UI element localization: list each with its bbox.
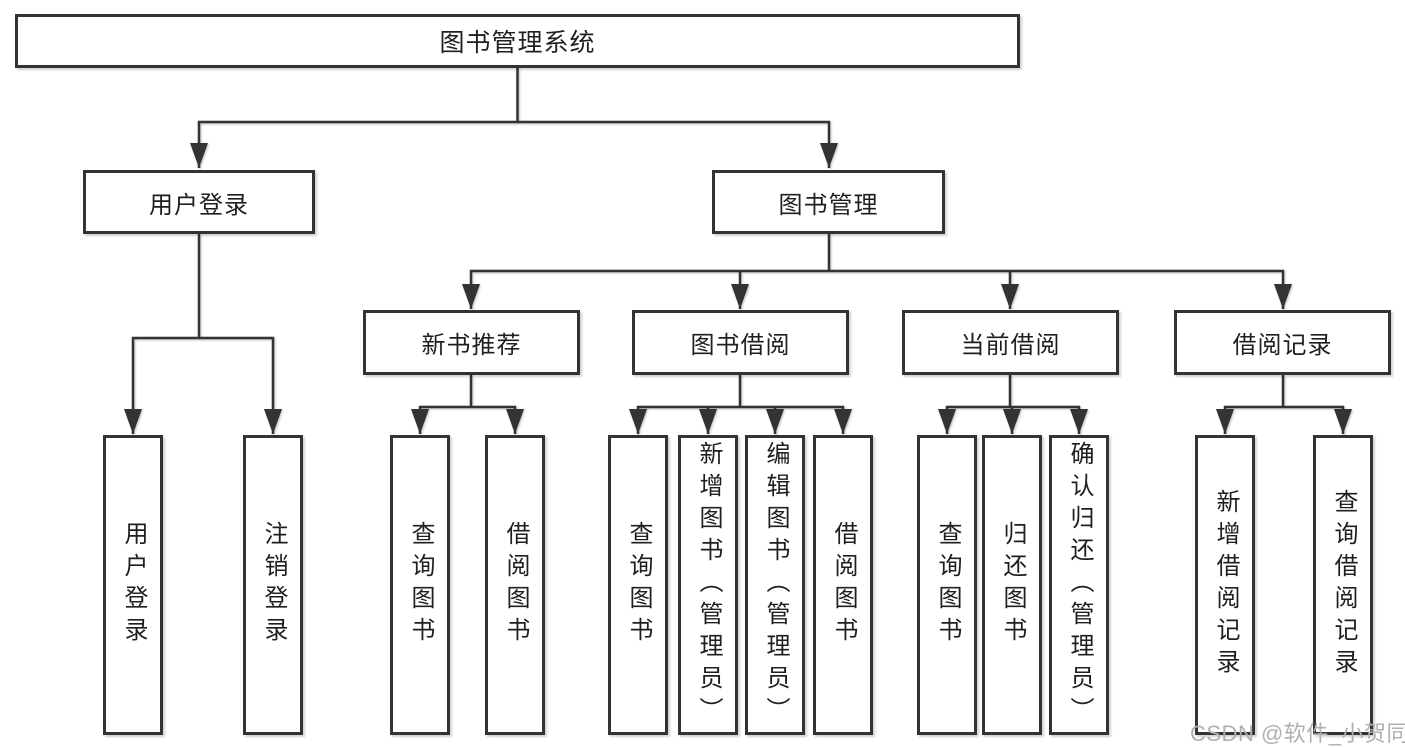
leaf-user-login: 用户登录 xyxy=(103,435,163,735)
leaf-query-borrow-record: 查询借阅记录 xyxy=(1313,435,1373,735)
leaf-add-books-admin: 新增图书（管理员） xyxy=(678,435,738,735)
node-library-management-system: 图书管理系统 xyxy=(15,14,1020,68)
node-new-book-recommendation: 新书推荐 xyxy=(363,310,580,375)
watermark: CSDN @软件_小贺同学 xyxy=(1190,721,1405,746)
leaf-query-books-current: 查询图书 xyxy=(917,435,977,735)
leaf-confirm-return-admin: 确认归还（管理员） xyxy=(1049,435,1109,735)
leaf-query-books-borrowing: 查询图书 xyxy=(608,435,668,735)
node-book-management: 图书管理 xyxy=(712,170,945,234)
node-user-login: 用户登录 xyxy=(83,170,315,234)
leaf-borrow-books-borrowing: 借阅图书 xyxy=(813,435,873,735)
leaf-query-books-recommend: 查询图书 xyxy=(390,435,450,735)
leaf-return-books: 归还图书 xyxy=(982,435,1042,735)
leaf-edit-books-admin: 编辑图书（管理员） xyxy=(745,435,805,735)
leaf-borrow-books-recommend: 借阅图书 xyxy=(485,435,545,735)
node-borrowing-records: 借阅记录 xyxy=(1174,310,1391,375)
leaf-logout: 注销登录 xyxy=(243,435,303,735)
node-book-borrowing: 图书借阅 xyxy=(632,310,849,375)
node-current-borrowing: 当前借阅 xyxy=(902,310,1119,375)
leaf-add-borrow-record: 新增借阅记录 xyxy=(1195,435,1255,735)
